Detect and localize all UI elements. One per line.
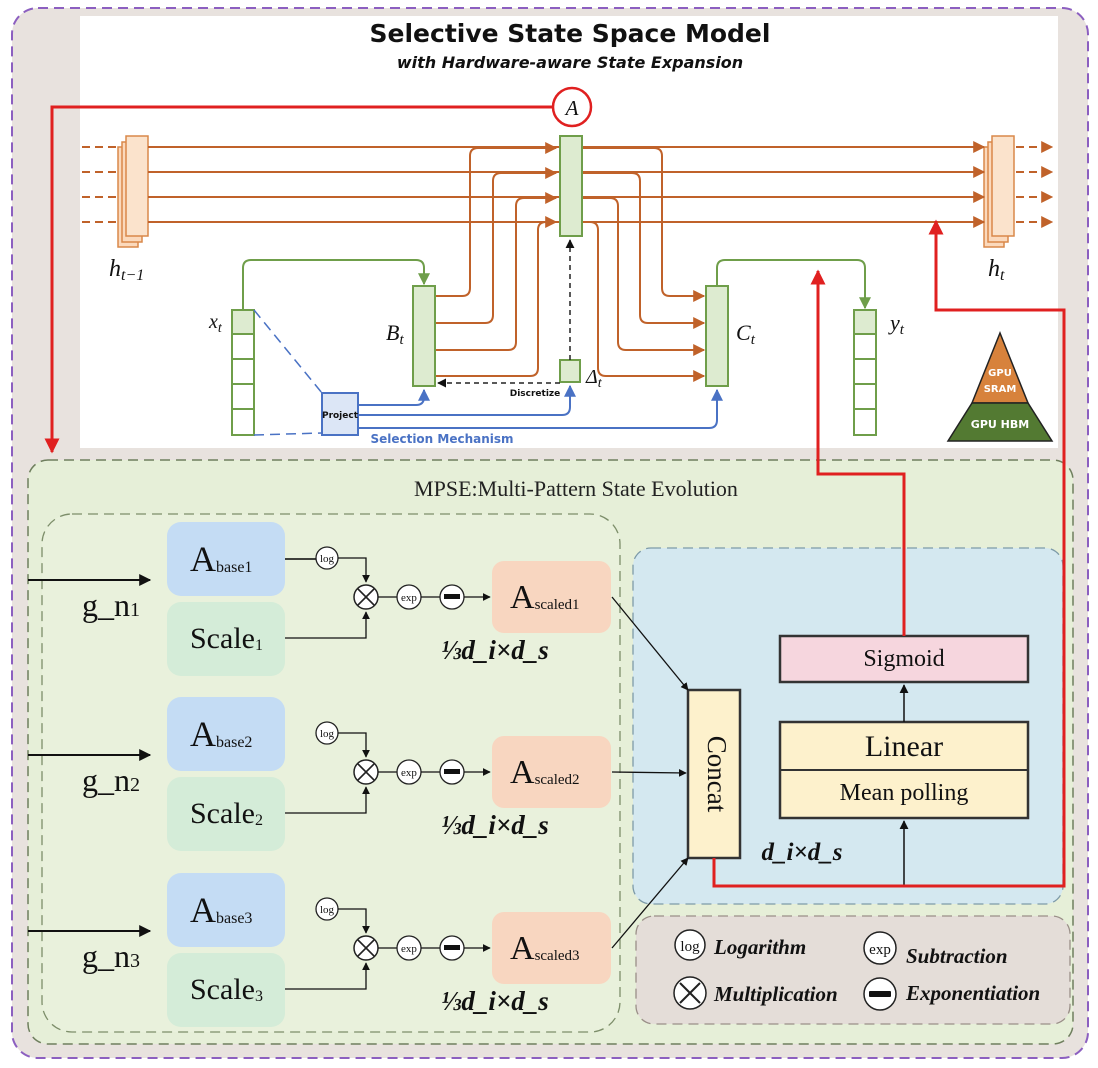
gpu-sram-label-2: SRAM <box>984 384 1017 395</box>
scale-label: Scale2 <box>190 797 263 830</box>
sigmoid-block <box>778 634 1030 684</box>
exp-symbol: exp <box>401 943 417 955</box>
mpse-title: MPSE:Multi-Pattern State Evolution <box>414 476 738 501</box>
log-symbol: log <box>320 904 335 916</box>
legend-exp-label: Subtraction <box>906 944 1008 968</box>
legend-exp-icon <box>863 931 897 965</box>
b-bar <box>412 285 436 387</box>
h-curr-label: ht <box>988 256 1005 284</box>
c-to-y-path <box>716 259 871 310</box>
legend-log-symbol: log <box>680 939 700 955</box>
legend-log-label: Logarithm <box>713 935 806 959</box>
a-bar <box>559 135 583 237</box>
exp-symbol: exp <box>401 767 417 779</box>
a-scaled-box <box>492 736 611 808</box>
branch-dim-label: ⅓d_i×d_s <box>441 810 549 840</box>
red-connections <box>44 105 1066 888</box>
a-base-label: Abase3 <box>190 890 252 930</box>
a-base-label: Abase2 <box>190 714 252 754</box>
a-base-box <box>167 697 285 771</box>
a-to-c-paths <box>582 147 706 382</box>
legend-panel <box>635 915 1071 1025</box>
scale-box <box>167 953 285 1027</box>
legend-multiply-label: Multiplication <box>713 982 838 1006</box>
c-bar <box>705 285 729 387</box>
a-scaled-box <box>492 561 611 633</box>
exp-symbol: exp <box>401 592 417 604</box>
input-label: g_n1 <box>82 587 140 623</box>
h-prev-stack <box>117 135 149 248</box>
a-scaled-label: Ascaled3 <box>510 930 580 967</box>
branch-dim-label: ⅓d_i×d_s <box>441 986 549 1016</box>
input-label: g_n3 <box>82 938 140 974</box>
project-box <box>321 392 359 436</box>
a-base-label: Abase1 <box>190 539 252 579</box>
x-to-b-path <box>242 259 430 310</box>
branch-dim-label: ⅓d_i×d_s <box>441 635 549 665</box>
a-base-box <box>167 873 285 947</box>
a-base-box <box>167 522 285 596</box>
scale-box <box>167 602 285 676</box>
log-symbol: log <box>320 728 335 740</box>
concat-label: Concat <box>702 736 732 813</box>
gpu-pyramid: GPU SRAM GPU HBM <box>946 330 1054 442</box>
x-column <box>231 309 255 436</box>
h-curr-stack <box>983 135 1015 248</box>
scaled-to-concat-arrows <box>611 596 689 949</box>
h-prev-label: ht−1 <box>109 256 144 284</box>
input-label: g_n2 <box>82 762 140 798</box>
a-label: A <box>564 96 579 120</box>
log-symbol: log <box>320 553 335 565</box>
legend: log Logarithm exp Subtraction Multiplica… <box>673 929 1040 1011</box>
gpu-hbm-label: GPU HBM <box>971 418 1029 431</box>
linear-label: Linear <box>865 730 943 763</box>
gpu-sram-label-1: GPU <box>988 368 1012 379</box>
a-scaled-box <box>492 912 611 984</box>
selection-paths <box>358 384 723 429</box>
dashed-state-stubs <box>82 141 1054 228</box>
concat-dim-label: d_i×d_s <box>762 839 843 866</box>
mean-polling-label: Mean polling <box>840 780 969 806</box>
scale-box <box>167 777 285 851</box>
y-label: yt <box>888 310 905 338</box>
ssm-subtitle: with Hardware-aware State Expansion <box>397 53 743 72</box>
a-scaled-label: Ascaled2 <box>510 754 580 791</box>
legend-minus-label: Exponentiation <box>905 981 1040 1005</box>
selection-mechanism-label: Selection Mechanism <box>370 432 513 446</box>
b-label: Bt <box>386 320 404 348</box>
legend-exp-symbol: exp <box>869 942 891 958</box>
y-column <box>853 309 877 436</box>
x-to-project-dashed-bottom <box>253 432 323 436</box>
c-label: Ct <box>736 320 756 348</box>
ssm-title: Selective State Space Model <box>370 19 771 48</box>
b-to-a-paths <box>435 142 558 377</box>
project-label: Project <box>322 411 359 421</box>
x-label: xt <box>208 311 223 336</box>
x-to-project-dashed-top <box>253 309 323 394</box>
scale-label: Scale3 <box>190 973 263 1006</box>
a-scaled-label: Ascaled1 <box>510 579 580 616</box>
scale-label: Scale1 <box>190 622 263 655</box>
legend-log-icon <box>674 929 706 961</box>
delta-box <box>559 359 581 383</box>
delta-label: Δt <box>585 366 603 391</box>
sigmoid-label: Sigmoid <box>863 646 944 672</box>
discretize-label: Discretize <box>510 389 561 399</box>
